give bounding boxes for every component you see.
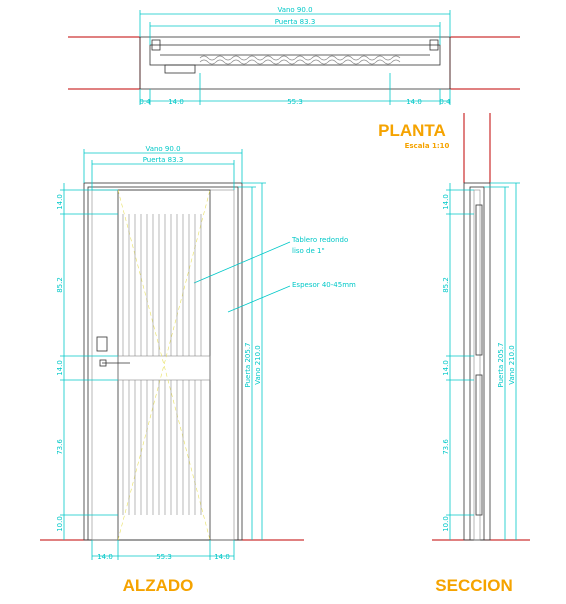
sec-left-dim-3: 73.6	[442, 439, 450, 455]
plan-puerta-label: Puerta 83.3	[275, 18, 316, 26]
sec-left-dim-4: 10.0	[442, 516, 450, 532]
plan-dim-4: 0.4	[439, 98, 451, 106]
plan-view	[68, 10, 520, 105]
elev-bottom-dim-1: 55.3	[156, 553, 172, 561]
elev-left-dim-1: 85.2	[56, 277, 64, 293]
elev-left-dim-0: 14.0	[56, 194, 64, 210]
sec-left-dim-0: 14.0	[442, 194, 450, 210]
elevation-title: ALZADO	[123, 576, 194, 595]
elevation-view	[40, 149, 304, 560]
plan-dim-3: 14.0	[406, 98, 422, 106]
note-espesor: Espesor 40-45mm	[292, 281, 356, 289]
note-tablero-2: liso de 1"	[292, 247, 325, 255]
sec-left-dim-1: 85.2	[442, 277, 450, 293]
section-title: SECCION	[435, 576, 512, 595]
elev-left-dim-4: 10.0	[56, 516, 64, 532]
vertical-slats	[122, 214, 202, 515]
elev-right-puerta: Puerta 205.7	[244, 342, 252, 387]
elev-vano-label: Vano 90.0	[145, 145, 180, 153]
plan-dim-2: 55.3	[287, 98, 303, 106]
plan-vano-label: Vano 90.0	[277, 6, 312, 14]
plan-scale: Escala 1:10	[405, 142, 450, 150]
elev-left-dim-2: 14.0	[56, 360, 64, 376]
elev-left-dim-3: 73.6	[56, 439, 64, 455]
elev-bottom-dim-0: 14.0	[97, 553, 113, 561]
sec-right-vano: Vano 210.0	[508, 345, 516, 385]
sec-right-puerta: Puerta 205.7	[497, 342, 505, 387]
plan-dim-0: 0.4	[139, 98, 151, 106]
elev-puerta-label: Puerta 83.3	[143, 156, 184, 164]
elev-bottom-dim-2: 14.0	[214, 553, 230, 561]
elev-right-vano: Vano 210.0	[254, 345, 262, 385]
plan-dim-1: 14.0	[168, 98, 184, 106]
section-view	[432, 113, 530, 541]
sec-left-dim-2: 14.0	[442, 360, 450, 376]
plan-title: PLANTA	[378, 121, 446, 140]
note-tablero: Tablero redondo	[291, 236, 348, 244]
